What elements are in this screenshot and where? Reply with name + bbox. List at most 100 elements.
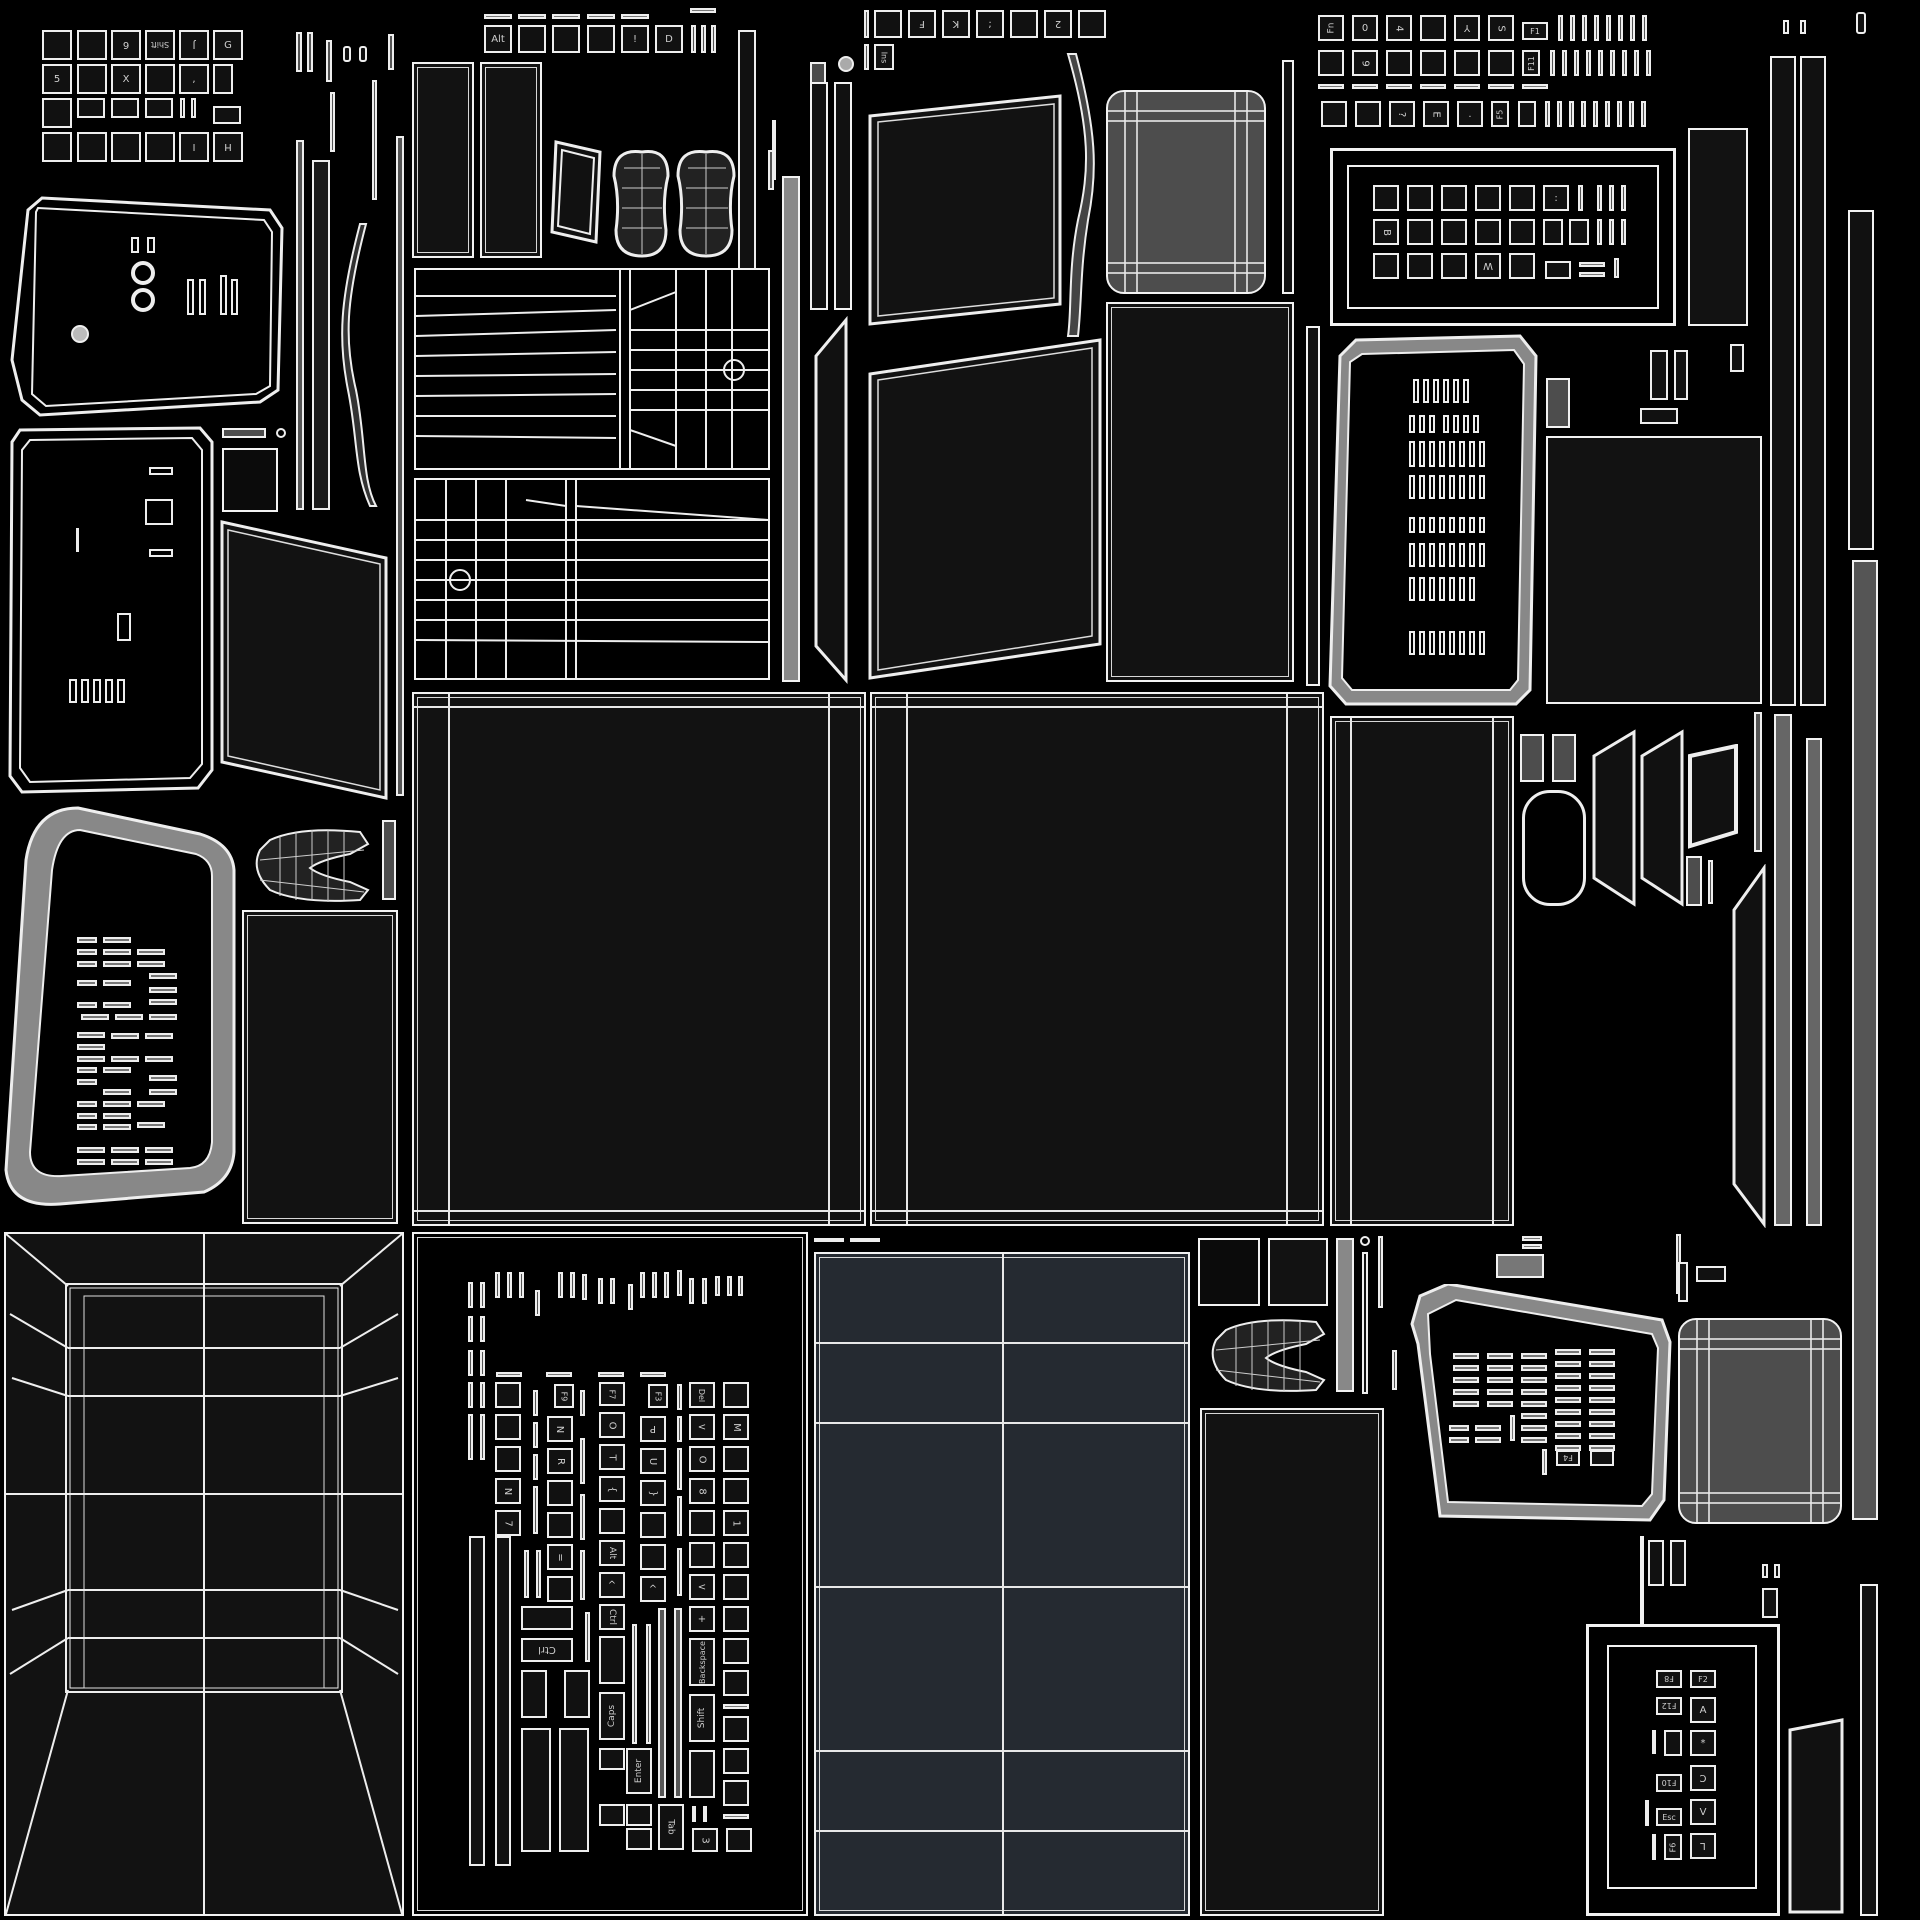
- keycap: F: [908, 10, 936, 38]
- bar: [587, 14, 615, 19]
- palmrest-mesh-top: [414, 268, 770, 470]
- keycap-ins: Ins: [874, 44, 894, 70]
- edge-loop: [1492, 718, 1494, 1224]
- part-square: [222, 448, 278, 512]
- keycap: E: [1423, 101, 1449, 127]
- keycap: [723, 1748, 749, 1774]
- strip: [864, 10, 869, 38]
- keycap-label: ?: [1396, 111, 1408, 117]
- keycap: [1543, 219, 1563, 245]
- strip: [1856, 12, 1866, 34]
- keycap-f3: F3: [648, 1384, 668, 1408]
- keycap: P: [640, 1416, 666, 1442]
- keycap: T: [599, 1444, 625, 1470]
- keycap: [547, 1480, 573, 1506]
- keycap: 5: [42, 64, 72, 94]
- edge-loop: [1810, 1320, 1812, 1522]
- strip: [533, 1390, 538, 1416]
- edge-loop: [1108, 120, 1264, 122]
- long-strip: [1860, 1584, 1878, 1916]
- strip: [468, 1282, 473, 1308]
- tilted-frame: [1688, 744, 1738, 849]
- strip: [1646, 50, 1651, 76]
- strip: [1634, 50, 1639, 76]
- strip: [715, 1276, 720, 1296]
- edge-loop: [1108, 110, 1264, 112]
- long-strip: [810, 82, 828, 310]
- keycap: [1454, 50, 1480, 76]
- edge-loop: [414, 1210, 864, 1212]
- part-slot: [1730, 344, 1744, 372]
- edge-loop: [1124, 92, 1126, 292]
- edge-loop: [1286, 694, 1288, 1224]
- panel-rect: [480, 62, 542, 258]
- keycap: [723, 1382, 749, 1408]
- keycap-slot: [111, 98, 139, 118]
- keycap: [723, 1716, 749, 1742]
- keycap: A: [1690, 1697, 1716, 1723]
- part-slot: [1650, 350, 1668, 400]
- keycap-label: N: [502, 1487, 514, 1495]
- strip: [480, 1316, 485, 1342]
- keycap: [723, 1670, 749, 1696]
- keycap-label: =: [554, 1552, 566, 1562]
- keycap: [689, 1542, 715, 1568]
- long-strip: [1800, 56, 1826, 706]
- keycap-label: Alt: [607, 1546, 617, 1560]
- keycap: [1078, 10, 1106, 38]
- keycap: [552, 25, 580, 53]
- keycap: 8: [689, 1478, 715, 1504]
- panel-rect: [1688, 128, 1748, 326]
- bar: [1522, 1236, 1542, 1241]
- strip: [677, 1384, 682, 1410]
- keycap-label: 3: [699, 1836, 711, 1844]
- strip: [691, 25, 696, 53]
- trackpad-surface: [1106, 90, 1266, 294]
- keycap-f10: F10: [1656, 1774, 1682, 1792]
- part-strip: [1686, 856, 1702, 906]
- keycap: [1441, 185, 1467, 211]
- strip: [646, 1624, 651, 1744]
- keycap-label: Caps: [607, 1704, 618, 1728]
- keycap: O: [599, 1412, 625, 1438]
- panel-rect: [412, 62, 474, 258]
- keycap-label: Tab: [666, 1819, 676, 1835]
- edge-loop: [1822, 1320, 1824, 1522]
- long-key-strip: [469, 1536, 485, 1866]
- strip: [558, 1272, 563, 1298]
- keycap-f9: F9: [554, 1384, 574, 1408]
- keycap: [111, 132, 141, 162]
- edge-loop: [1680, 1502, 1840, 1504]
- skew-strip: [814, 316, 848, 684]
- keycap-slot: [191, 98, 196, 118]
- strip: [480, 1382, 485, 1408]
- keycap-label: F7: [607, 1389, 617, 1399]
- long-strip: [1848, 210, 1874, 550]
- strip: [307, 32, 313, 72]
- palmrest-mesh-bottom: [414, 478, 770, 680]
- strip: [480, 1414, 485, 1460]
- bar: [484, 14, 512, 19]
- edge-loop: [1002, 1254, 1004, 1914]
- keycap: V: [1690, 1799, 1716, 1825]
- keycap: [1509, 253, 1535, 279]
- part-square: [1198, 1238, 1260, 1306]
- keycap-label: S: [1495, 24, 1507, 32]
- strip: [495, 1272, 500, 1298]
- tilted-frame: [1788, 1718, 1844, 1914]
- keycap-label: E: [1430, 110, 1442, 118]
- bezel-panel-bottom-right: [1410, 1284, 1672, 1522]
- keycap-f8: F8: [1656, 1670, 1682, 1688]
- bar: [723, 1704, 749, 1709]
- keycap: =: [547, 1544, 573, 1570]
- lid-panel-right: [870, 692, 1324, 1226]
- ring-part: [1360, 1236, 1370, 1246]
- keycap-slot: [599, 1748, 625, 1770]
- bar: [1522, 84, 1548, 89]
- strip: [1558, 15, 1563, 41]
- strip: [1550, 50, 1555, 76]
- bar: [640, 1372, 666, 1377]
- keycap: X: [111, 64, 141, 94]
- keycap-slot: [559, 1728, 589, 1852]
- panel-rect: [1330, 716, 1514, 1226]
